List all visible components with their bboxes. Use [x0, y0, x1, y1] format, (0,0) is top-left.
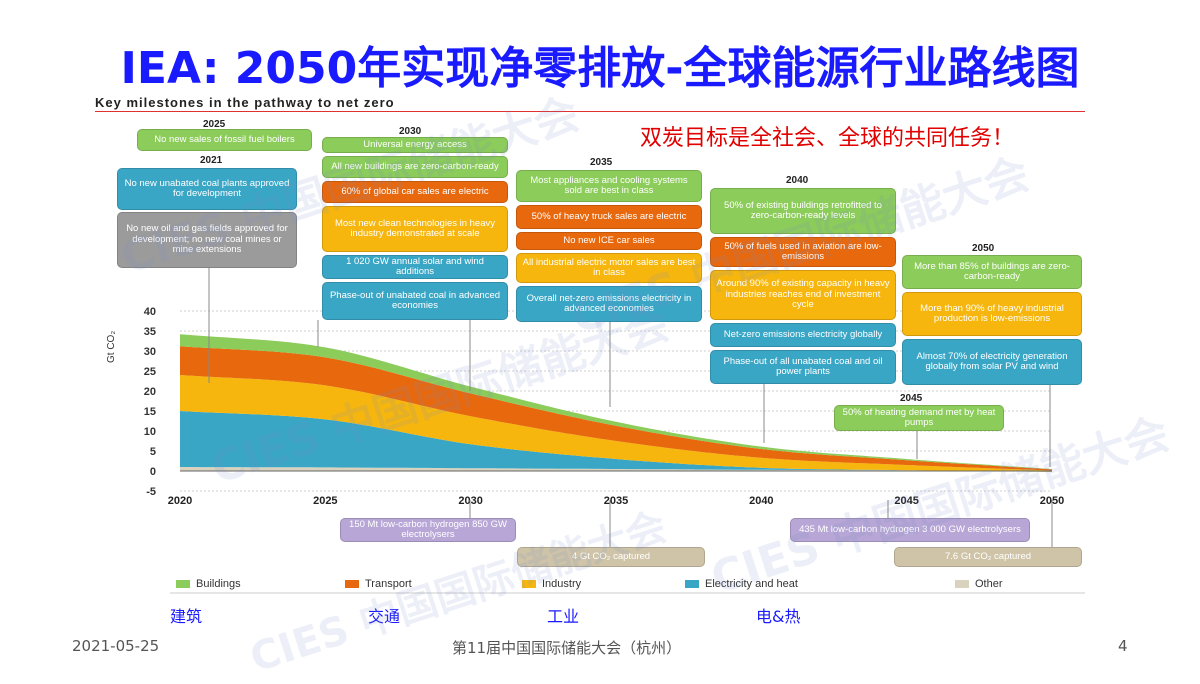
y-tick-label: 5 — [150, 446, 156, 458]
milestone-box: 50% of existing buildings retrofitted to… — [710, 188, 896, 234]
milestone-box: 50% of heating demand met by heat pumps — [834, 405, 1004, 431]
milestone-box-hydrogen-2050: 435 Mt low-carbon hydrogen 3 000 GW elec… — [790, 518, 1030, 542]
y-tick-label: 40 — [144, 306, 156, 318]
y-tick-label: 10 — [144, 426, 156, 438]
milestone-box: 1 020 GW annual solar and wind additions — [322, 255, 508, 279]
area-buildings — [180, 334, 1052, 470]
year-label-2040: 2040 — [786, 175, 809, 186]
y-tick-label: 0 — [150, 466, 156, 478]
header-divider — [95, 111, 1085, 112]
legend-swatch — [685, 580, 699, 588]
milestone-box: Phase-out of unabated coal in advanced e… — [322, 282, 508, 320]
x-tick-label: 2045 — [894, 495, 918, 507]
legend-label: Industry — [542, 578, 582, 590]
chart-subheading: Key milestones in the pathway to net zer… — [95, 95, 395, 110]
area-industry — [180, 375, 1052, 472]
chart-legend: Buildings Transport Industry Electricity… — [0, 578, 1200, 592]
milestone-box: No new oil and gas fields approved for d… — [117, 212, 297, 268]
milestone-box-hydrogen-2030: 150 Mt low-carbon hydrogen 850 GW electr… — [340, 518, 516, 542]
legend-swatch — [345, 580, 359, 588]
year-label-2050: 2050 — [972, 243, 995, 254]
milestone-box: 60% of global car sales are electric — [322, 181, 508, 203]
milestone-box: Overall net-zero emissions electricity i… — [516, 286, 702, 322]
x-tick-label: 2025 — [313, 495, 337, 507]
cn-label-electricity: 电&热 — [756, 607, 801, 626]
milestone-box: More than 90% of heavy industrial produc… — [902, 292, 1082, 336]
year-label-2030: 2030 — [399, 126, 422, 137]
milestone-box: 50% of heavy truck sales are electric — [516, 205, 702, 229]
milestone-box: No new unabated coal plants approved for… — [117, 168, 297, 210]
year-label-2035: 2035 — [590, 157, 613, 168]
slide-title: IEA: 2050年实现净零排放-全球能源行业路线图 — [120, 43, 1080, 94]
milestone-box-ccs-2035: 4 Gt CO₂ captured — [517, 547, 705, 567]
milestone-box: Most appliances and cooling systems sold… — [516, 170, 702, 202]
x-tick-label: 2035 — [604, 495, 628, 507]
y-tick-label: 25 — [144, 366, 156, 378]
footer-date: 2021-05-25 — [72, 637, 160, 655]
legend-item-buildings: Buildings — [176, 578, 241, 590]
y-tick-label: 30 — [144, 346, 156, 358]
legend-item-transport: Transport — [345, 578, 412, 590]
year-label-2025: 2025 — [203, 119, 226, 130]
cn-label-transport: 交通 — [368, 607, 401, 626]
milestone-box-ccs-2050: 7.6 Gt CO₂ captured — [894, 547, 1082, 567]
milestone-box: 50% of fuels used in aviation are low-em… — [710, 237, 896, 267]
milestone-box: More than 85% of buildings are zero-carb… — [902, 255, 1082, 289]
legend-swatch — [522, 580, 536, 588]
legend-label: Electricity and heat — [705, 578, 798, 590]
y-tick-label: 15 — [144, 406, 156, 418]
milestone-box: Around 90% of existing capacity in heavy… — [710, 270, 896, 320]
legend-swatch — [176, 580, 190, 588]
year-label-2021: 2021 — [200, 155, 223, 166]
footer-page-number: 4 — [1118, 637, 1128, 655]
legend-swatch — [955, 580, 969, 588]
cn-label-buildings: 建筑 — [170, 607, 203, 626]
legend-label: Transport — [365, 578, 412, 590]
cn-label-industry: 工业 — [547, 607, 580, 626]
year-label-2045: 2045 — [900, 393, 923, 404]
y-tick-label: 20 — [144, 386, 156, 398]
y-axis-label: Gt CO₂ — [106, 331, 117, 363]
area-transport — [180, 346, 1052, 471]
milestone-box: No new ICE car sales — [516, 232, 702, 250]
legend-label: Other — [975, 578, 1003, 590]
legend-label: Buildings — [196, 578, 241, 590]
legend-item-other: Other — [955, 578, 1003, 590]
milestone-box: All new buildings are zero-carbon-ready — [322, 156, 508, 178]
y-tick-label: 35 — [144, 326, 156, 338]
y-tick-label: -5 — [146, 486, 156, 498]
legend-item-electricity: Electricity and heat — [685, 578, 798, 590]
milestone-box: Almost 70% of electricity generation glo… — [902, 339, 1082, 385]
milestone-box: Most new clean technologies in heavy ind… — [322, 206, 508, 252]
x-tick-label: 2020 — [168, 495, 192, 507]
footer-event: 第11届中国国际储能大会（杭州） — [452, 639, 682, 657]
milestone-box: Net-zero emissions electricity globally — [710, 323, 896, 347]
red-note: 双炭目标是全社会、全球的共同任务！ — [640, 126, 1015, 151]
milestone-box: Universal energy access — [322, 137, 508, 153]
milestone-box: No new sales of fossil fuel boilers — [137, 129, 312, 151]
x-tick-label: 2030 — [458, 495, 482, 507]
x-tick-label: 2040 — [749, 495, 773, 507]
milestone-box: Phase-out of all unabated coal and oil p… — [710, 350, 896, 384]
area-electricity-and-heat — [180, 411, 1052, 472]
legend-item-industry: Industry — [522, 578, 581, 590]
milestone-box: All industrial electric motor sales are … — [516, 253, 702, 283]
